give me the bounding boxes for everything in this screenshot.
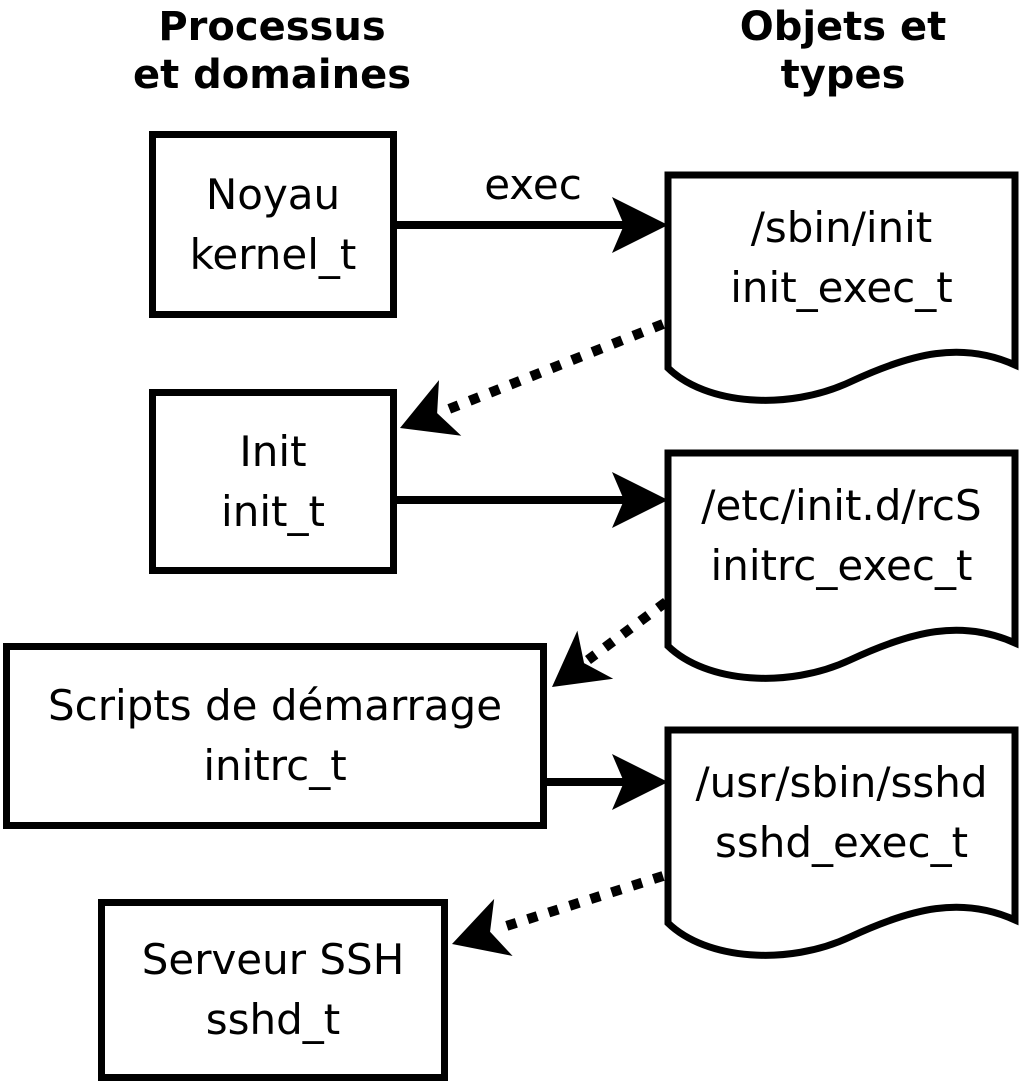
header-line: types — [780, 52, 906, 98]
process-box-sshd: Serveur SSH sshd_t — [98, 899, 448, 1081]
object-path: /etc/init.d/rcS — [701, 481, 982, 530]
header-line: et domaines — [132, 52, 412, 98]
process-type: kernel_t — [189, 229, 357, 279]
process-name: Init — [239, 426, 307, 476]
header-processes-domains: Processus et domaines — [92, 3, 452, 99]
process-box-initrc: Scripts de démarrage initrc_t — [3, 643, 547, 829]
transition-arrow-initrcexec-to-initrc — [552, 597, 669, 687]
object-type: init_exec_t — [730, 263, 953, 312]
document-shape-etc-initd-rcs — [664, 449, 1019, 682]
exec-arrow-initrc-to-sshd — [547, 754, 668, 810]
object-path: /usr/sbin/sshd — [695, 758, 988, 807]
object-path: /sbin/init — [750, 203, 933, 252]
document-shape-usr-sbin-sshd — [664, 726, 1019, 959]
transition-arrow-sshdexec-to-sshd — [452, 871, 665, 956]
document-shape-sbin-init — [664, 171, 1019, 404]
header-line: Processus — [158, 4, 386, 50]
exec-arrow-init-to-rcs — [397, 472, 668, 528]
process-type: initrc_t — [203, 741, 347, 790]
object-type: sshd_exec_t — [714, 818, 969, 867]
object-label-usr-sbin-sshd: /usr/sbin/sshd sshd_exec_t — [668, 753, 1015, 873]
object-type: initrc_exec_t — [710, 541, 973, 590]
object-label-sbin-init: /sbin/init init_exec_t — [668, 198, 1015, 318]
header-line: Objets et — [739, 4, 947, 50]
process-name: Scripts de démarrage — [47, 681, 503, 730]
process-type: init_t — [221, 486, 325, 536]
exec-arrow-kernel-to-init — [397, 197, 668, 253]
object-label-etc-initd-rcs: /etc/init.d/rcS initrc_exec_t — [668, 476, 1015, 596]
process-name: Serveur SSH — [141, 935, 405, 984]
transition-arrow-initexec-to-init — [400, 319, 665, 436]
process-box-kernel: Noyau kernel_t — [149, 131, 397, 318]
header-objects-types: Objets et types — [663, 3, 1023, 99]
process-name: Noyau — [205, 169, 341, 219]
process-type: sshd_t — [205, 995, 341, 1044]
process-box-init: Init init_t — [149, 389, 397, 574]
exec-arrow-label: exec — [484, 160, 582, 209]
